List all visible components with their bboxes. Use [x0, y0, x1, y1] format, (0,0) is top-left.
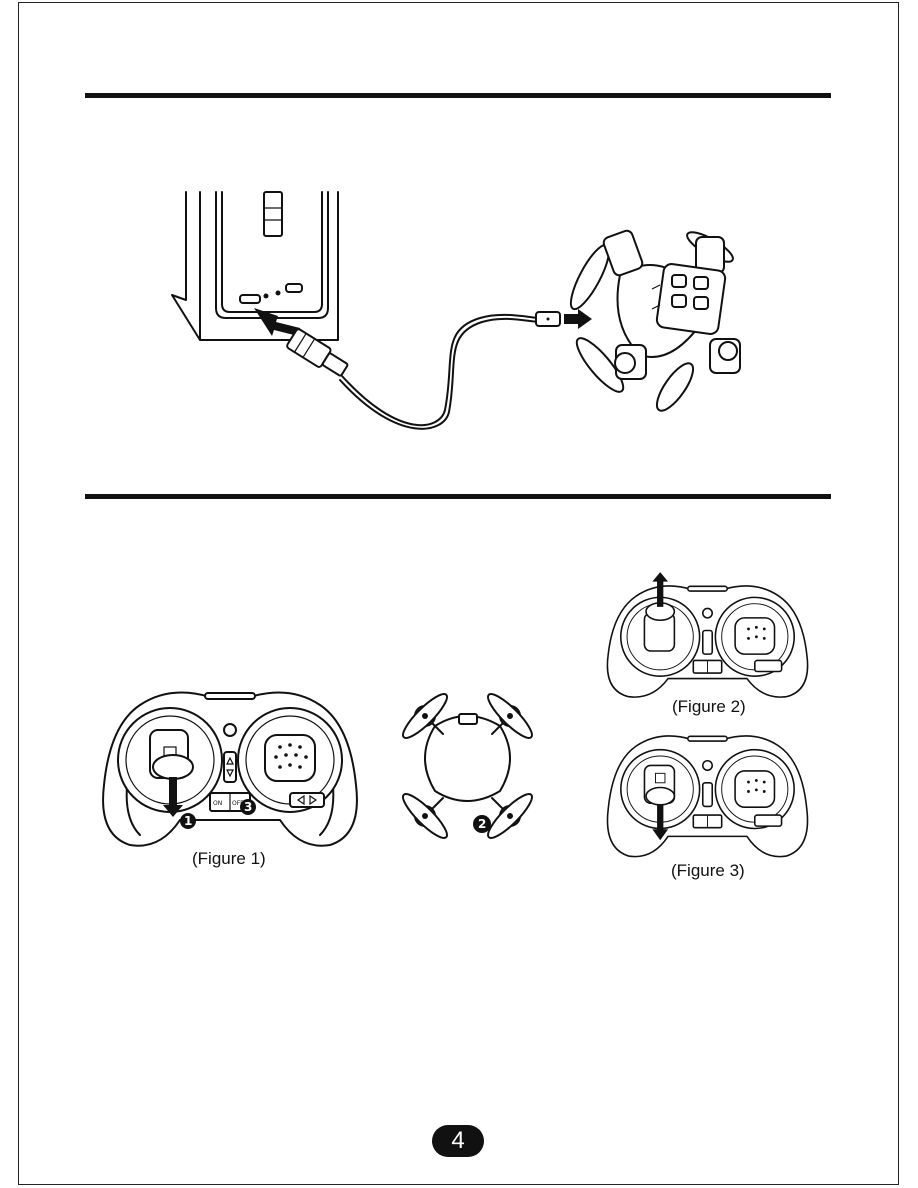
figure-2-caption: (Figure 2) — [672, 697, 746, 717]
step-badge-2-text: 2 — [478, 817, 486, 831]
step-badge-1-text: 1 — [184, 814, 192, 828]
section-divider-top — [85, 93, 831, 98]
figure-1-caption: (Figure 1) — [192, 849, 266, 869]
controller-figure-2 — [605, 572, 810, 700]
controller-figure-1: ON OFF 1 3 — [100, 685, 360, 850]
page-number: 4 — [432, 1125, 484, 1157]
section-divider-middle — [85, 494, 831, 499]
step-badge-3-text: 3 — [244, 800, 252, 814]
drone-top-view-illustration: 2 — [385, 676, 550, 856]
on-switch-label: ON — [213, 800, 222, 807]
figure-3-caption: (Figure 3) — [671, 861, 745, 881]
usb-cable-illustration — [280, 300, 600, 430]
controller-figure-3 — [605, 730, 810, 860]
drone-battery-illustration — [560, 215, 780, 415]
